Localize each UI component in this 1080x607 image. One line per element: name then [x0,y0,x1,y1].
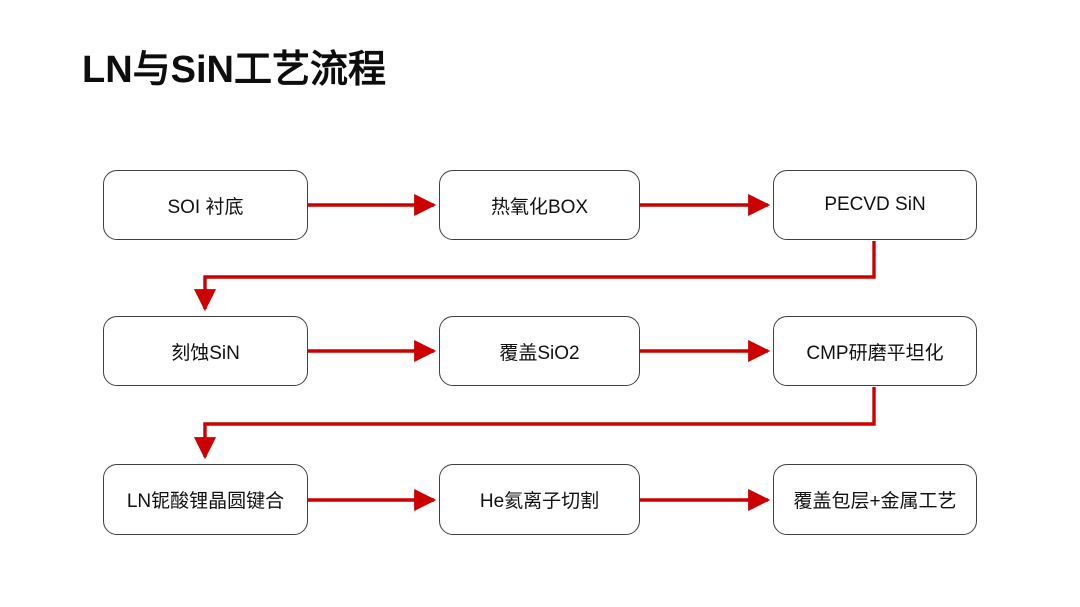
page-title: LN与SiN工艺流程 [82,49,387,91]
flow-node-pecvd-sin[interactable]: PECVD SiN [773,170,977,240]
flow-node-thermal-oxide-box[interactable]: 热氧化BOX [439,170,640,240]
flow-node-cover-sio2[interactable]: 覆盖SiO2 [439,316,640,386]
flow-node-cladding-metal-process[interactable]: 覆盖包层+金属工艺 [773,464,977,535]
flow-node-he-ion-slicing[interactable]: He氦离子切割 [439,464,640,535]
edge-cmp-to-bonding [193,387,876,460]
flow-node-ln-wafer-bonding[interactable]: LN铌酸锂晶圆键合 [103,464,308,535]
flow-node-soi-substrate[interactable]: SOI 衬底 [103,170,308,240]
edge-pecvd-to-etch [193,241,876,312]
flow-node-etch-sin[interactable]: 刻蚀SiN [103,316,308,386]
flow-node-cmp-planarization[interactable]: CMP研磨平坦化 [773,316,977,386]
